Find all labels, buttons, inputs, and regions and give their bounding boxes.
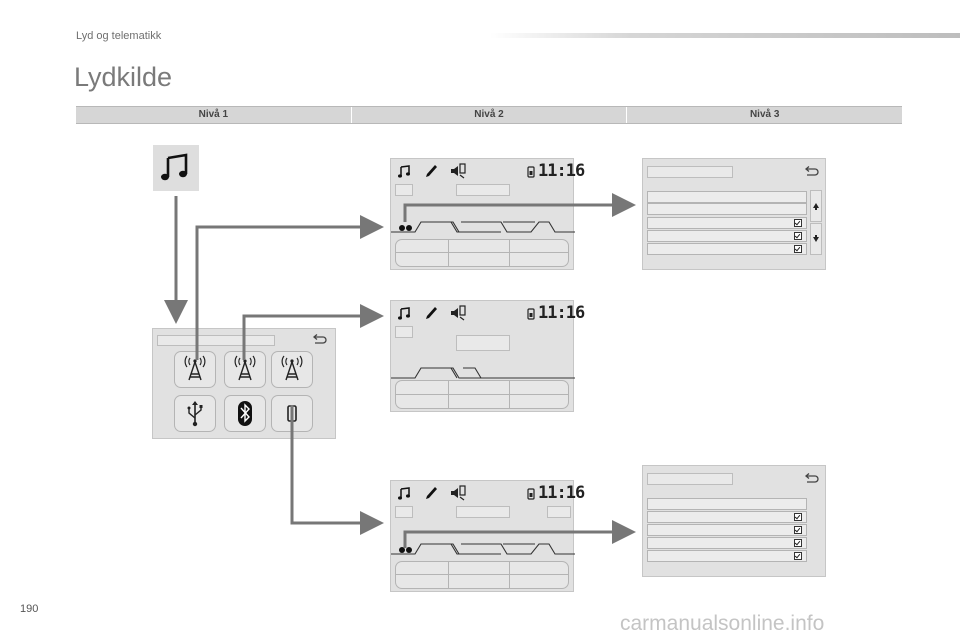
level-2-label: Nivå 2 xyxy=(352,107,628,123)
checkbox-checked-icon[interactable] xyxy=(794,245,802,253)
scroll-up-button[interactable] xyxy=(810,190,822,222)
radio-screen-middle: 11:16 xyxy=(390,300,585,412)
list-row[interactable] xyxy=(647,524,807,536)
checkbox-checked-icon[interactable] xyxy=(794,232,802,240)
bottom-button-divider xyxy=(509,240,510,266)
bottom-button-divider xyxy=(395,252,569,253)
source-selection-panel xyxy=(152,328,336,439)
bottom-button-divider xyxy=(509,562,510,588)
frequency-field[interactable] xyxy=(456,335,510,351)
checkbox-checked-icon[interactable] xyxy=(794,552,802,560)
checkbox-checked-icon[interactable] xyxy=(794,219,802,227)
bluetooth-icon xyxy=(238,401,252,426)
radio-source-button-2[interactable] xyxy=(224,351,266,388)
level-1-label: Nivå 1 xyxy=(76,107,352,123)
back-arrow-icon[interactable] xyxy=(803,473,819,485)
radio-screen-bottom: 11:16 xyxy=(390,480,585,592)
clock-display: 11:16 xyxy=(538,161,585,181)
header-rule xyxy=(490,33,960,38)
checkbox-checked-icon[interactable] xyxy=(794,513,802,521)
frequency-field[interactable] xyxy=(456,184,510,196)
phone-icon xyxy=(426,487,437,499)
list-title-field xyxy=(647,166,733,178)
bottom-buttons-bar[interactable] xyxy=(395,561,569,589)
music-note-icon xyxy=(398,487,410,500)
usb-icon xyxy=(187,401,203,427)
checkbox-checked-icon[interactable] xyxy=(794,526,802,534)
radio-antenna-icon xyxy=(281,355,303,381)
phone-icon xyxy=(426,165,437,177)
tab-strip-outline xyxy=(391,367,575,379)
list-row[interactable] xyxy=(647,191,807,203)
cursor-indicator-icon xyxy=(399,547,412,553)
watermark: carmanualsonline.info xyxy=(620,612,825,635)
clock-display: 11:16 xyxy=(538,303,585,323)
tab-strip-outline xyxy=(391,221,575,233)
list-row[interactable] xyxy=(647,537,807,549)
clock-display: 11:16 xyxy=(538,483,585,503)
music-note-icon xyxy=(161,153,188,181)
bottom-button-divider xyxy=(395,394,569,395)
cursor-indicator-icon xyxy=(399,225,412,231)
scroll-down-button[interactable] xyxy=(810,223,822,255)
bottom-button-divider xyxy=(448,240,449,266)
list-screen-top xyxy=(642,158,826,270)
phone-status-icon xyxy=(527,308,535,320)
aux-source-button[interactable] xyxy=(271,395,313,432)
bottom-buttons-bar[interactable] xyxy=(395,239,569,267)
preset-field-small[interactable] xyxy=(395,326,413,338)
phone-status-icon xyxy=(527,488,535,500)
level-3-label: Nivå 3 xyxy=(749,109,780,120)
music-note-icon xyxy=(398,307,410,320)
preset-field-small[interactable] xyxy=(395,184,413,196)
list-row[interactable] xyxy=(647,550,807,562)
list-row[interactable] xyxy=(647,498,807,510)
list-row[interactable] xyxy=(647,511,807,523)
phone-icon xyxy=(426,307,437,319)
usb-source-button[interactable] xyxy=(174,395,216,432)
level-header-bar: Nivå 1 Nivå 2 Nivå 3 xyxy=(76,106,902,124)
radio-antenna-icon xyxy=(234,355,256,381)
list-row[interactable] xyxy=(647,243,807,255)
list-row[interactable] xyxy=(647,203,807,215)
media-phone-icon xyxy=(451,485,466,501)
list-row[interactable] xyxy=(647,230,807,242)
preset-field-small[interactable] xyxy=(395,506,413,518)
radio-source-button-1[interactable] xyxy=(174,351,216,388)
aux-icon xyxy=(287,405,297,425)
radio-source-button-3[interactable] xyxy=(271,351,313,388)
list-screen-bottom xyxy=(642,465,826,577)
info-field-right[interactable] xyxy=(547,506,571,518)
arrow-up-icon xyxy=(813,203,819,210)
media-phone-icon xyxy=(451,305,466,321)
radio-antenna-icon xyxy=(184,355,206,381)
radio-screen-top: 11:16 xyxy=(390,158,585,270)
bottom-button-divider xyxy=(448,562,449,588)
phone-status-icon xyxy=(527,166,535,178)
tab-strip-outline xyxy=(391,543,575,555)
music-note-icon xyxy=(398,165,410,178)
arrow-down-icon xyxy=(813,235,819,242)
source-title-field xyxy=(157,335,275,346)
list-row[interactable] xyxy=(647,217,807,229)
checkbox-checked-icon[interactable] xyxy=(794,539,802,547)
bottom-button-divider xyxy=(395,574,569,575)
frequency-field[interactable] xyxy=(456,506,510,518)
list-title-field xyxy=(647,473,733,485)
back-arrow-icon[interactable] xyxy=(311,334,327,346)
page-number: 190 xyxy=(20,603,39,615)
media-phone-icon xyxy=(451,163,466,179)
back-arrow-icon[interactable] xyxy=(803,166,819,178)
bluetooth-source-button[interactable] xyxy=(224,395,266,432)
page-title: Lydkilde xyxy=(74,62,173,92)
section-label: Lyd og telematikk xyxy=(76,30,162,42)
music-source-button[interactable] xyxy=(153,145,199,191)
